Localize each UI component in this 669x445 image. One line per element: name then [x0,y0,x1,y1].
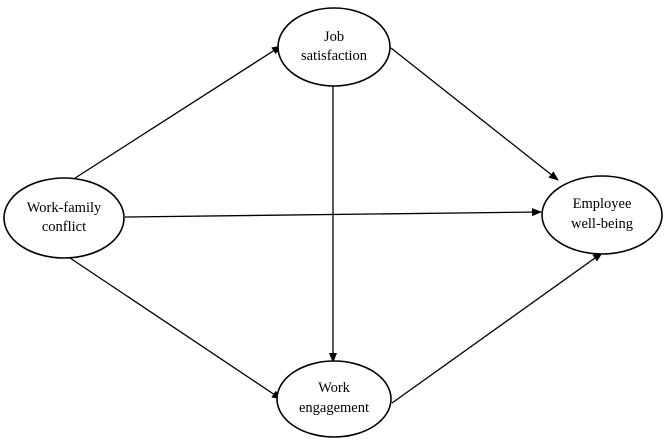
edge-conflict-to-engagement [66,255,282,400]
node-work-engagement-line1: Work [318,380,351,396]
edge-conflict-to-satisfaction [71,45,282,181]
node-work-engagement-line2: engagement [299,400,369,416]
node-job-satisfaction: Job satisfaction [277,7,391,87]
node-work-family-conflict-line2: conflict [42,219,86,235]
node-work-engagement: Work engagement [276,360,392,438]
node-job-satisfaction-line1: Job [324,29,344,45]
node-work-family-conflict-line1: Work-family [27,200,102,216]
node-work-family-conflict: Work-family conflict [3,177,125,259]
edge-engagement-to-wellbeing [391,252,603,404]
node-employee-well-being: Employee well-being [541,175,663,255]
node-job-satisfaction-line2: satisfaction [301,48,368,64]
node-employee-well-being-line1: Employee [573,196,632,212]
edge-satisfaction-to-wellbeing [390,47,559,181]
node-employee-well-being-line2: well-being [571,216,633,232]
